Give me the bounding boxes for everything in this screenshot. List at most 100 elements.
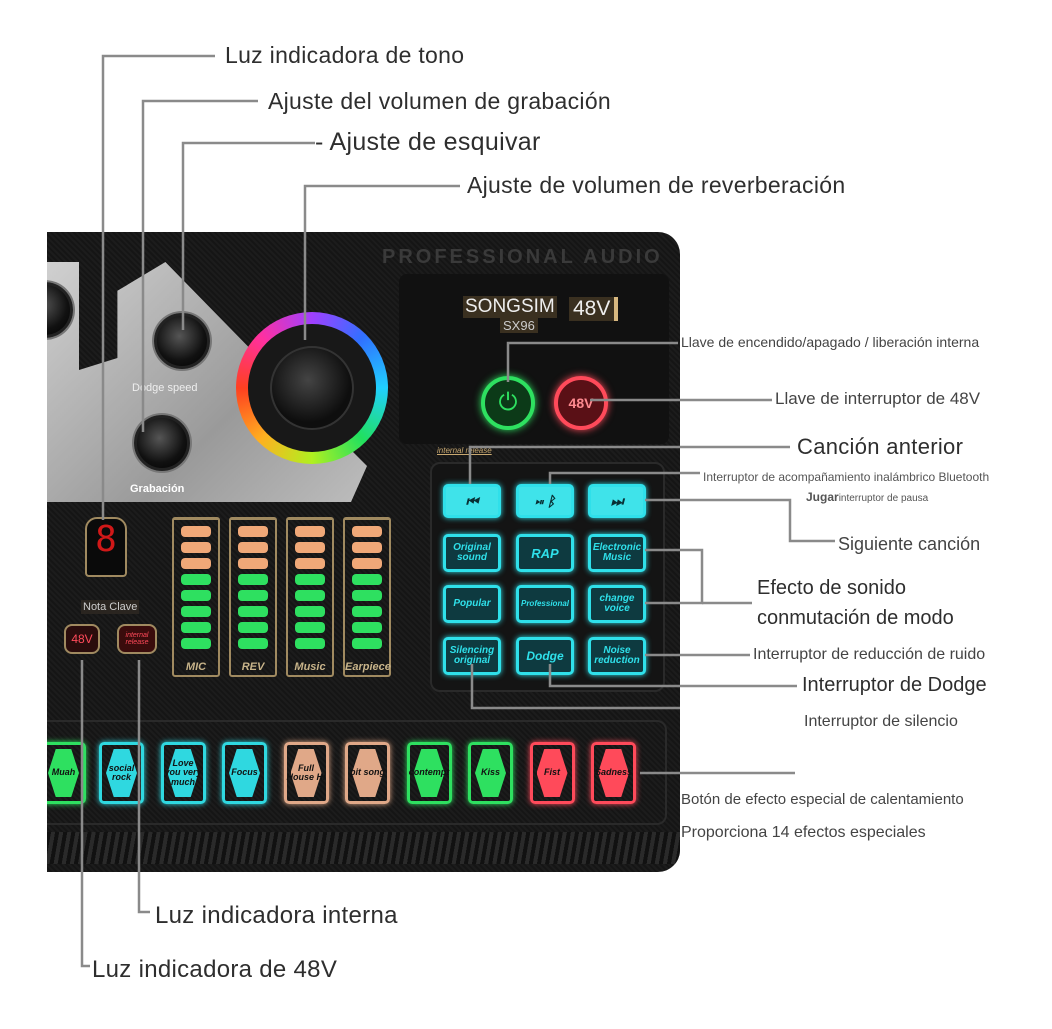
mode-electronic-music[interactable]: Electronic Music bbox=[588, 534, 646, 572]
meter-segment bbox=[352, 590, 382, 601]
power-icon: ⏻ bbox=[498, 389, 518, 416]
48v-indicator: 48V bbox=[64, 624, 100, 654]
callout-noise: Interruptor de reducción de ruido bbox=[753, 646, 986, 663]
dodge-button[interactable]: Dodge bbox=[516, 637, 574, 675]
meter-segment bbox=[352, 526, 382, 537]
callout-mode-line2: conmutación de modo bbox=[757, 607, 954, 629]
effect-pad-label: pit song bbox=[350, 767, 385, 778]
next-song-button[interactable]: ⏭ bbox=[588, 484, 646, 518]
callout-effects-count: Proporciona 14 efectos especiales bbox=[681, 824, 926, 841]
meter-segment bbox=[295, 542, 325, 553]
mode-rap[interactable]: RAP bbox=[516, 534, 574, 572]
callout-mode-line1: Efecto de sonido bbox=[757, 577, 906, 599]
callout-dodge-adjust: - Ajuste de esquivar bbox=[315, 128, 541, 156]
tone-digit: 8 bbox=[95, 519, 117, 560]
level-meter: Music bbox=[286, 517, 334, 677]
meter-segment bbox=[352, 558, 382, 569]
effect-pad[interactable]: Sadness bbox=[591, 742, 636, 804]
play-pause-bluetooth-button[interactable]: ⏯ ᛒ bbox=[516, 484, 574, 518]
effect-pad-label: Full House Hi bbox=[286, 762, 326, 782]
effect-pad-label: Sadness bbox=[594, 767, 633, 778]
effect-pad-label: Kiss bbox=[480, 767, 500, 778]
internal-release-indicator-label: internal release bbox=[125, 632, 149, 646]
meter-segment bbox=[295, 558, 325, 569]
meter-segment bbox=[238, 542, 268, 553]
meter-label: Earpiece bbox=[345, 661, 391, 673]
callout-warmup: Botón de efecto especial de calentamient… bbox=[681, 791, 964, 808]
effect-pad[interactable]: pit song bbox=[345, 742, 390, 804]
meter-label: REV bbox=[241, 661, 265, 673]
meter-segment bbox=[181, 606, 211, 617]
meter-segment bbox=[295, 606, 325, 617]
48v-indicator-label: 48V bbox=[71, 632, 93, 646]
power-button[interactable]: ⏻ bbox=[481, 376, 535, 430]
meter-segment bbox=[181, 526, 211, 537]
effect-pad[interactable]: Fist bbox=[529, 742, 575, 804]
callout-silence: Interruptor de silencio bbox=[804, 713, 958, 730]
meter-segment bbox=[352, 622, 382, 633]
meter-segment bbox=[181, 622, 211, 633]
effect-pad[interactable]: Focus bbox=[222, 742, 267, 804]
callout-dodge-switch: Interruptor de Dodge bbox=[802, 674, 987, 696]
mode-change-voice[interactable]: change voice bbox=[588, 585, 646, 623]
48v-button[interactable]: 48V bbox=[554, 376, 608, 430]
level-meter: REV bbox=[229, 517, 277, 677]
mode-popular[interactable]: Popular bbox=[443, 585, 501, 623]
meter-segment bbox=[238, 638, 268, 649]
prev-song-button[interactable]: ⏮ bbox=[443, 484, 501, 518]
meter-segment bbox=[352, 638, 382, 649]
meter-segment bbox=[181, 542, 211, 553]
meter-segment bbox=[352, 606, 382, 617]
callout-internal-light: Luz indicadora interna bbox=[155, 902, 398, 929]
callout-next-song: Siguiente canción bbox=[838, 534, 981, 554]
effect-pad-label: contempt bbox=[408, 767, 450, 778]
meter-segment bbox=[295, 574, 325, 585]
header-text: PROFESSIONAL AUDIO bbox=[382, 246, 663, 268]
mode-professional[interactable]: Professional bbox=[516, 585, 574, 623]
effect-pad[interactable]: social rock bbox=[99, 742, 144, 804]
meter-segment bbox=[295, 622, 325, 633]
meter-segment bbox=[238, 606, 268, 617]
callout-reverb-volume: Ajuste de volumen de reverberación bbox=[467, 172, 846, 198]
meter-segment bbox=[295, 638, 325, 649]
effect-pad-label: Muah bbox=[51, 767, 76, 778]
meter-segment bbox=[181, 638, 211, 649]
grabacion-label: Grabación bbox=[130, 483, 185, 495]
internal-release-indicator: internal release bbox=[117, 624, 157, 654]
noise-reduction-button[interactable]: Noise reduction bbox=[588, 637, 646, 675]
meter-segment bbox=[238, 590, 268, 601]
callout-power-key: Llave de encendido/apagado / liberación … bbox=[681, 334, 980, 350]
brand: SONGSIM bbox=[463, 296, 557, 318]
callout-rec-volume: Ajuste del volumen de grabación bbox=[268, 88, 612, 114]
badge-48v: 48V bbox=[569, 297, 619, 321]
meter-segment bbox=[352, 542, 382, 553]
nota-clave-label: Nota Clave bbox=[81, 600, 140, 614]
effect-pad-label: Love you very much bbox=[164, 757, 202, 787]
effect-pad[interactable]: contempt bbox=[406, 742, 452, 804]
meter-segment bbox=[295, 590, 325, 601]
level-meter: Earpiece bbox=[343, 517, 391, 677]
effect-pad[interactable]: Kiss bbox=[468, 742, 513, 804]
meter-segment bbox=[238, 558, 268, 569]
model: SX96 bbox=[500, 318, 538, 333]
meter-segment bbox=[181, 590, 211, 601]
effect-pad[interactable]: Love you very much bbox=[160, 742, 206, 804]
meter-label: MIC bbox=[185, 661, 207, 673]
meter-segment bbox=[352, 574, 382, 585]
meter-label: Music bbox=[294, 661, 326, 673]
effect-pad[interactable]: Full House Hi bbox=[283, 742, 329, 804]
callout-play: Jugarinterruptor de pausa bbox=[806, 491, 928, 504]
dodge-speed-label: Dodge speed bbox=[132, 382, 198, 394]
meter-segment bbox=[238, 622, 268, 633]
callout-prev-song: Canción anterior bbox=[797, 434, 964, 459]
meter-segment bbox=[181, 558, 211, 569]
sound-card-device: PROFESSIONAL AUDIO Dodge speed Grabación… bbox=[47, 232, 680, 872]
speaker-grille bbox=[47, 832, 680, 864]
effect-pad[interactable]: Muah bbox=[47, 742, 86, 804]
internal-release-tag: internal release bbox=[437, 446, 492, 455]
callout-play-b: interruptor de pausa bbox=[838, 493, 929, 504]
mode-original-sound[interactable]: Original sound bbox=[443, 534, 501, 572]
reverb-knob[interactable] bbox=[236, 312, 388, 464]
callout-tone-light: Luz indicadora de tono bbox=[225, 42, 465, 68]
